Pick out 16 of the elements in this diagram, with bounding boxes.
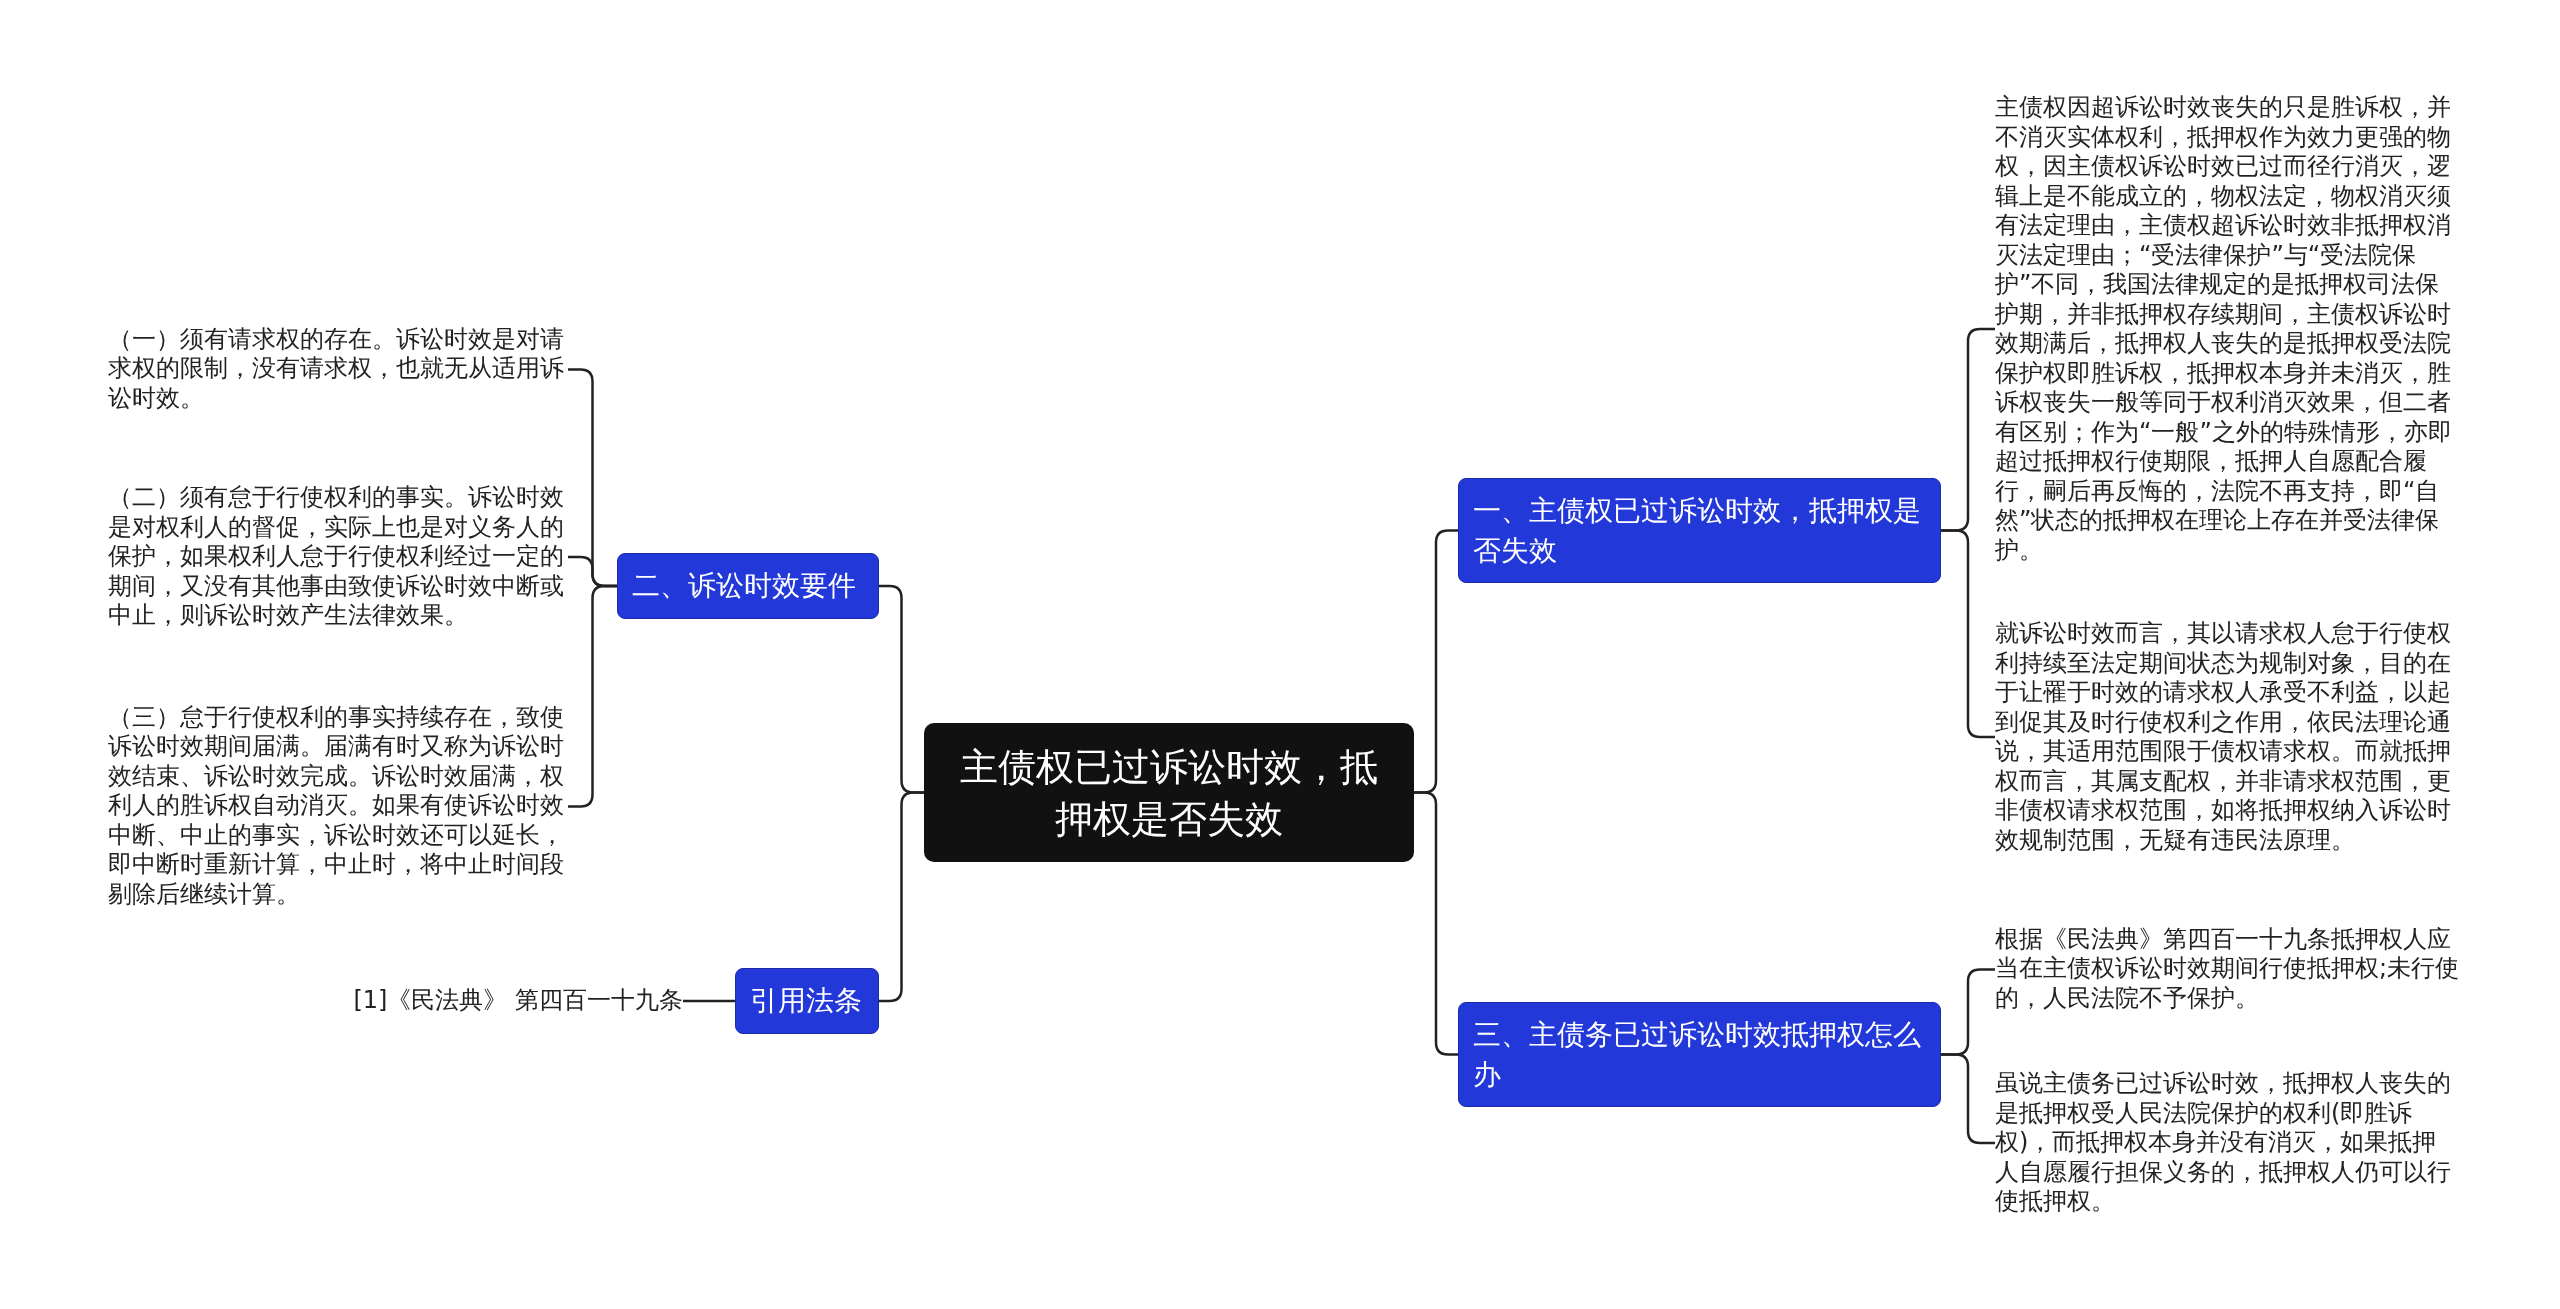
topic-box: 三、主债务已过诉讼时效抵押权怎么办 xyxy=(1458,1002,1941,1107)
connector-line xyxy=(879,791,924,1003)
topic-box: 一、主债权已过诉讼时效，抵押权是否失效 xyxy=(1458,478,1941,583)
note-text: （二）须有怠于行使权利的事实。诉讼时效是对权利人的督促，实际上也是对义务人的保护，如果权利人怠于行使权利经过一定的期间，又没有其他事由致使诉讼时效中断或中止，则诉讼时效产生法律效果。 xyxy=(108,483,568,631)
connector-line xyxy=(683,999,735,1003)
note-text: 主债权因超诉讼时效丧失的只是胜诉权，并不消灭实体权利，抵押权作为效力更强的物权，因主债权诉讼时效已过而径行消灭，逻辑上是不能成立的，物权法定，物权消灭须有法定理由，主债权超诉讼时效非抵押权消灭法定理由；“受法律保护”与“受法院保护”不同，我国法律规定的是抵押权司法保护期，并非抵押权存续期间，主债权诉讼时效期满后，抵押权人丧失的是抵押权受法院保护权即胜诉权，抵押权本身并未消灭，胜诉权丧失一般等同于权利消灭效果，但二者有区别；作为“一般”之外的特殊情形，亦即超过抵押权行使期限，抵押人自愿配合履行，嗣后再反悔的，法院不再支持，即“自然”状态的抵押权在理论上存在并受法律保护。 xyxy=(1995,93,2460,565)
note-text: 虽说主债务已过诉讼时效，抵押权人丧失的是抵押权受人民法院保护的权利(即胜诉权)，而抵押权本身并没有消灭，如果抵押人自愿履行担保义务的，抵押权人仍可以行使抵押权。 xyxy=(1995,1069,2460,1217)
topic-box: 引用法条 xyxy=(735,968,879,1034)
note-text: [1]《民法典》 第四百一十九条 xyxy=(290,986,683,1016)
note-text: （三）怠于行使权利的事实持续存在，致使诉讼时效期间届满。届满有时又称为诉讼时效结束、诉讼时效完成。诉讼时效届满，权利人的胜诉权自动消灭。如果有使诉讼时效中断、中止的事实，诉讼时效还可以延长，即中断时重新计算，中止时，将中止时间段剔除后继续计算。 xyxy=(108,702,568,909)
note-text: 就诉讼时效而言，其以请求权人怠于行使权利持续至法定期间状态为规制对象，目的在于让罹于时效的请求权人承受不利益，以起到促其及时行使权利之作用，依民法理论通说，其适用范围限于债权请求权。而就抵押权而言，其属支配权，并非请求权范围，更非债权请求权范围，如将抵押权纳入诉讼时效规制范围，无疑有违民法原理。 xyxy=(1995,619,2460,855)
topic-box: 二、诉讼时效要件 xyxy=(617,553,879,619)
note-text: 根据《民法典》第四百一十九条抵押权人应当在主债权诉讼时效期间行使抵押权;未行使的，人民法院不予保护。 xyxy=(1995,924,2460,1013)
note-text: （一）须有请求权的存在。诉讼时效是对请求权的限制，没有请求权，也就无从适用诉讼时效。 xyxy=(108,324,568,413)
central-topic-box: 主债权已过诉讼时效，抵押权是否失效 xyxy=(924,723,1414,862)
connector-line xyxy=(1414,791,1458,1056)
